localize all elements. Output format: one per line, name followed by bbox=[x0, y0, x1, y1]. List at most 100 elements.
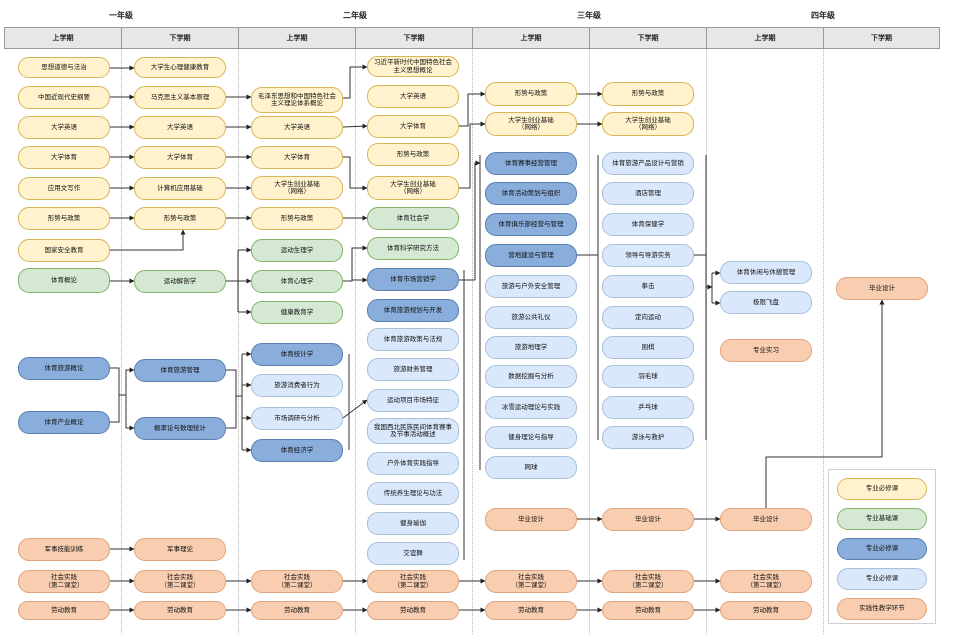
course-node: 大学生创业基础 （网络） bbox=[485, 112, 577, 136]
connector-arrow bbox=[343, 245, 368, 282]
course-node: 形势与政策 bbox=[134, 207, 226, 230]
course-node: 健身理论与指导 bbox=[485, 426, 577, 449]
course-node: 体育活动策划与组织 bbox=[485, 182, 577, 205]
course-node: 旅游消费者行为 bbox=[251, 374, 343, 397]
course-node: 军事技能训练 bbox=[18, 538, 110, 561]
course-node: 体育休闲与休憩管理 bbox=[720, 261, 812, 284]
course-node: 网球 bbox=[485, 456, 577, 479]
course-node: 毕业设计 bbox=[836, 277, 928, 300]
connector-arrow bbox=[343, 156, 368, 191]
course-node: 社会实践 （第二课堂） bbox=[602, 570, 694, 593]
column-divider bbox=[355, 49, 356, 634]
course-node: 体育旅游管理 bbox=[134, 359, 226, 382]
course-node: 体育产业概论 bbox=[18, 411, 110, 434]
course-node: 冰雪运动理论与实践 bbox=[485, 396, 577, 419]
course-node: 劳动教育 bbox=[251, 601, 343, 620]
course-node: 马克思主义基本原理 bbox=[134, 86, 226, 109]
course-node: 思想道德与法治 bbox=[18, 57, 110, 78]
course-node: 大学生心理健康教育 bbox=[134, 57, 226, 78]
course-node: 毛泽东思想和中国特色社会 主义理论体系概论 bbox=[251, 87, 343, 113]
course-node: 营地建设与管理 bbox=[485, 244, 577, 267]
course-node: 游泳与救护 bbox=[602, 426, 694, 449]
semester-header: 上学期 bbox=[706, 27, 824, 49]
course-node: 领导与导游实务 bbox=[602, 244, 694, 267]
year-4-header: 四年级 bbox=[811, 10, 835, 20]
course-node: 极限飞盘 bbox=[720, 291, 812, 314]
column-divider bbox=[121, 49, 122, 634]
course-node: 围棋 bbox=[602, 336, 694, 359]
course-node: 旅游公共礼仪 bbox=[485, 306, 577, 329]
course-node: 形势与政策 bbox=[367, 143, 459, 166]
course-node: 大学英语 bbox=[251, 116, 343, 139]
course-node: 运动项目市场特征 bbox=[367, 389, 459, 412]
course-node: 社会实践 （第二课堂） bbox=[134, 570, 226, 593]
course-node: 劳动教育 bbox=[485, 601, 577, 620]
course-node: 乒乓球 bbox=[602, 396, 694, 419]
course-node: 拳击 bbox=[602, 275, 694, 298]
course-node: 概率论与数理统计 bbox=[134, 417, 226, 440]
connector-arrow bbox=[125, 395, 135, 431]
course-node: 运动生理学 bbox=[251, 239, 343, 262]
course-node: 体育旅游规划与开发 bbox=[367, 299, 459, 322]
course-node: 劳动教育 bbox=[720, 601, 812, 620]
course-node: 社会实践 （第二课堂） bbox=[485, 570, 577, 593]
course-node: 毕业设计 bbox=[485, 508, 577, 531]
connector-arrow bbox=[459, 121, 486, 189]
connector-arrow bbox=[119, 367, 135, 396]
course-node: 健康教育学 bbox=[251, 301, 343, 324]
course-node: 旅游地理学 bbox=[485, 336, 577, 359]
course-node: 大学体育 bbox=[18, 146, 110, 169]
course-node: 大学体育 bbox=[367, 115, 459, 138]
course-node: 大学英语 bbox=[367, 85, 459, 108]
course-node: 应用文写作 bbox=[18, 177, 110, 200]
course-node: 劳动教育 bbox=[367, 601, 459, 620]
course-node: 形势与政策 bbox=[18, 207, 110, 230]
course-node: 体育经济学 bbox=[251, 439, 343, 462]
course-node: 市场调研与分析 bbox=[251, 407, 343, 430]
course-node: 体育概论 bbox=[18, 268, 110, 293]
course-node: 中国近现代史纲要 bbox=[18, 86, 110, 109]
course-node: 体育社会学 bbox=[367, 207, 459, 230]
column-divider bbox=[472, 49, 473, 634]
connector-arrow bbox=[342, 123, 368, 129]
course-node: 社会实践 （第二课堂） bbox=[18, 570, 110, 593]
legend-item: 实践性教学环节 bbox=[837, 598, 927, 620]
year-1-header: 一年级 bbox=[109, 10, 133, 20]
year-3-header: 三年级 bbox=[577, 10, 601, 20]
course-node: 大学英语 bbox=[134, 116, 226, 139]
legend-item: 专业必修课 bbox=[837, 538, 927, 560]
course-node: 体育俱乐部经营与管理 bbox=[485, 213, 577, 236]
course-node: 计算机应用基础 bbox=[134, 177, 226, 200]
course-node: 我国西北民族民间体育赛事 及节事活动概述 bbox=[367, 418, 459, 444]
course-node: 体育赛事经营管理 bbox=[485, 152, 577, 175]
connector-arrow bbox=[110, 367, 120, 423]
course-node: 体育科学研究方法 bbox=[367, 237, 459, 260]
connector-arrow bbox=[459, 91, 486, 127]
course-node: 劳动教育 bbox=[18, 601, 110, 620]
course-node: 军事理论 bbox=[134, 538, 226, 561]
course-node: 大学生创业基础 （网络） bbox=[367, 176, 459, 200]
course-node: 数据挖掘与分析 bbox=[485, 365, 577, 388]
legend: 专业必修课专业基础课专业必修课专业必修课实践性教学环节 bbox=[828, 469, 936, 624]
course-node: 健身瑜伽 bbox=[367, 512, 459, 535]
course-node: 劳动教育 bbox=[134, 601, 226, 620]
connector-arrow bbox=[110, 229, 186, 251]
connector-arrow bbox=[474, 160, 481, 280]
course-node: 毕业设计 bbox=[602, 508, 694, 531]
course-node: 旅游与户外安全管理 bbox=[485, 275, 577, 298]
course-node: 劳动教育 bbox=[602, 601, 694, 620]
course-node: 社会实践 （第二课堂） bbox=[367, 570, 459, 593]
course-node: 习近平新时代中国特色社会 主义思想概论 bbox=[367, 56, 459, 77]
legend-item: 专业必修课 bbox=[837, 478, 927, 500]
course-node: 大学英语 bbox=[18, 116, 110, 139]
course-node: 户外体育实践指导 bbox=[367, 452, 459, 475]
course-node: 毕业设计 bbox=[720, 508, 812, 531]
course-node: 体育旅游产品设计与营销 bbox=[602, 152, 694, 175]
course-node: 体育旅游政策与法规 bbox=[367, 328, 459, 351]
column-divider bbox=[823, 49, 824, 634]
connector-arrow bbox=[226, 369, 237, 429]
course-node: 国家安全教育 bbox=[18, 239, 110, 262]
course-node: 旅游财务管理 bbox=[367, 358, 459, 381]
